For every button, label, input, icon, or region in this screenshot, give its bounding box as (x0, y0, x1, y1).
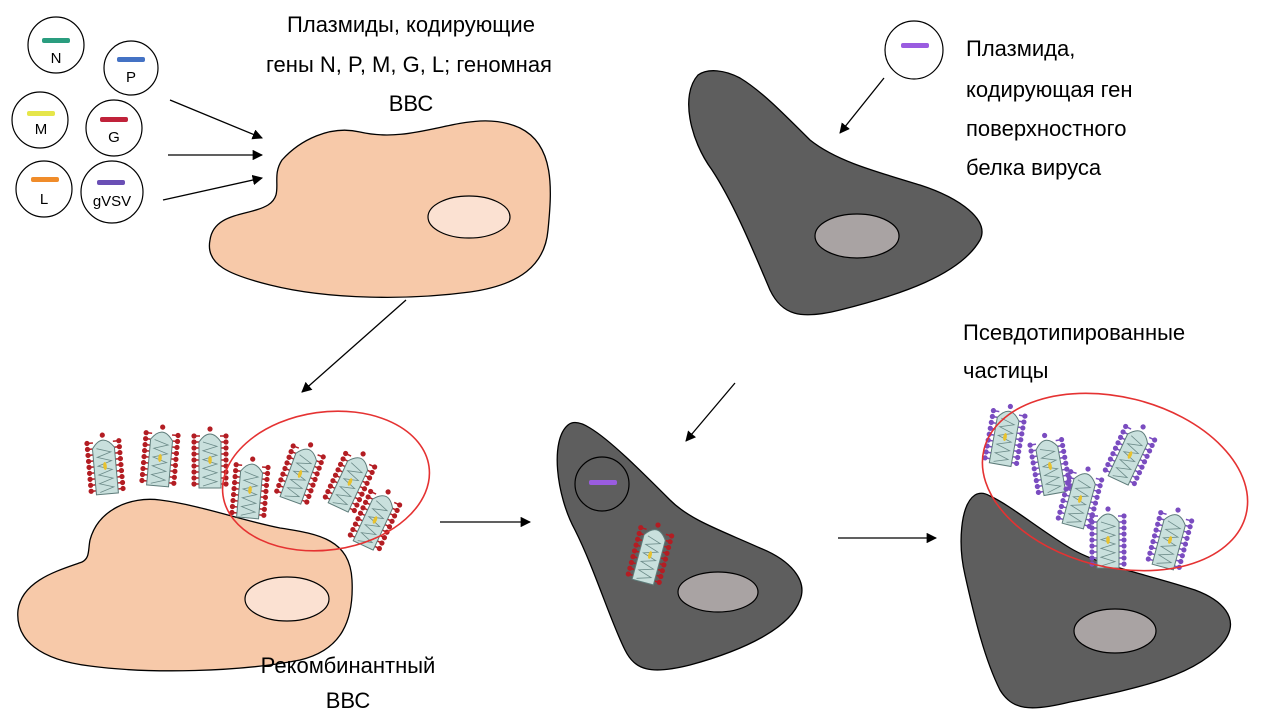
plasmid-n-label: N (51, 50, 62, 67)
virion-icon (1101, 417, 1161, 489)
pseudotyped-line1: Псевдотипированные (963, 320, 1185, 345)
virion-icon (982, 401, 1029, 468)
virion-icon (273, 436, 329, 507)
recombinant-label: Рекомбинантный ВВС (261, 653, 436, 713)
plasmid-group: N P M G L gVSV (12, 17, 158, 223)
plasmid-m: M (12, 92, 68, 148)
producer-cell-top (209, 121, 550, 297)
nucleus (428, 196, 510, 238)
nucleus (1074, 609, 1156, 653)
plasmid-g-gene (100, 117, 128, 122)
plasmid-p-label: P (126, 69, 136, 86)
recombinant-line1: Рекомбинантный (261, 653, 436, 678)
plasmid-single-line3: поверхностного (966, 116, 1126, 141)
arrow (163, 178, 262, 200)
plasmid-n: N (28, 17, 84, 73)
virion-icon (229, 455, 271, 520)
plasmids-title-line1: Плазмиды, кодирующие (287, 12, 535, 37)
transfection-arrows (163, 100, 262, 200)
plasmid-gvsv-gene (97, 180, 125, 185)
arrow (686, 383, 735, 441)
plasmid-p-gene (117, 57, 145, 62)
plasmid-single-line4: белка вируса (966, 155, 1102, 180)
plasmid-n-gene (42, 38, 70, 43)
plasmid-gvsv: gVSV (81, 161, 143, 223)
arrow (170, 100, 262, 138)
plasmid-single-line1: Плазмида, (966, 36, 1075, 61)
plasmid-l: L (16, 161, 72, 217)
plasmid-p: P (104, 41, 158, 95)
virion-icon (139, 423, 181, 488)
nucleus (678, 572, 758, 612)
plasmid-surface-protein (885, 21, 943, 79)
transfected-plasmid-gene (589, 480, 617, 485)
target-cell-infected (557, 422, 802, 670)
plasmid-l-label: L (40, 191, 48, 208)
nucleus (815, 214, 899, 258)
target-cell-top (689, 71, 982, 315)
plasmids-title: Плазмиды, кодирующие гены N, P, M, G, L;… (266, 12, 552, 116)
plasmid-g-label: G (108, 129, 120, 146)
plasmid-surface-gene (901, 43, 929, 48)
plasmids-title-line2: гены N, P, M, G, L; геномная (266, 52, 552, 77)
pseudotyped-line2: частицы (963, 358, 1048, 383)
arrow (840, 78, 884, 133)
nucleus (245, 577, 329, 621)
virion-icon (1089, 506, 1126, 568)
plasmid-m-gene (27, 111, 55, 116)
plasmid-gvsv-label: gVSV (93, 193, 131, 210)
plasmid-single-label: Плазмида, кодирующая ген поверхностного … (966, 36, 1133, 180)
virion-icon (1145, 503, 1197, 572)
plasmid-single-line2: кодирующая ген (966, 77, 1133, 102)
plasmid-g: G (86, 100, 142, 156)
plasmids-title-line3: ВВС (389, 91, 434, 116)
recombinant-line2: ВВС (326, 688, 371, 713)
producer-cell-bottom (18, 499, 352, 670)
plasmid-m-label: M (35, 121, 48, 138)
arrow (302, 300, 406, 392)
plasmid-l-gene (31, 177, 59, 182)
virion-icon (84, 431, 126, 496)
pseudotyped-label: Псевдотипированные частицы (963, 320, 1185, 383)
